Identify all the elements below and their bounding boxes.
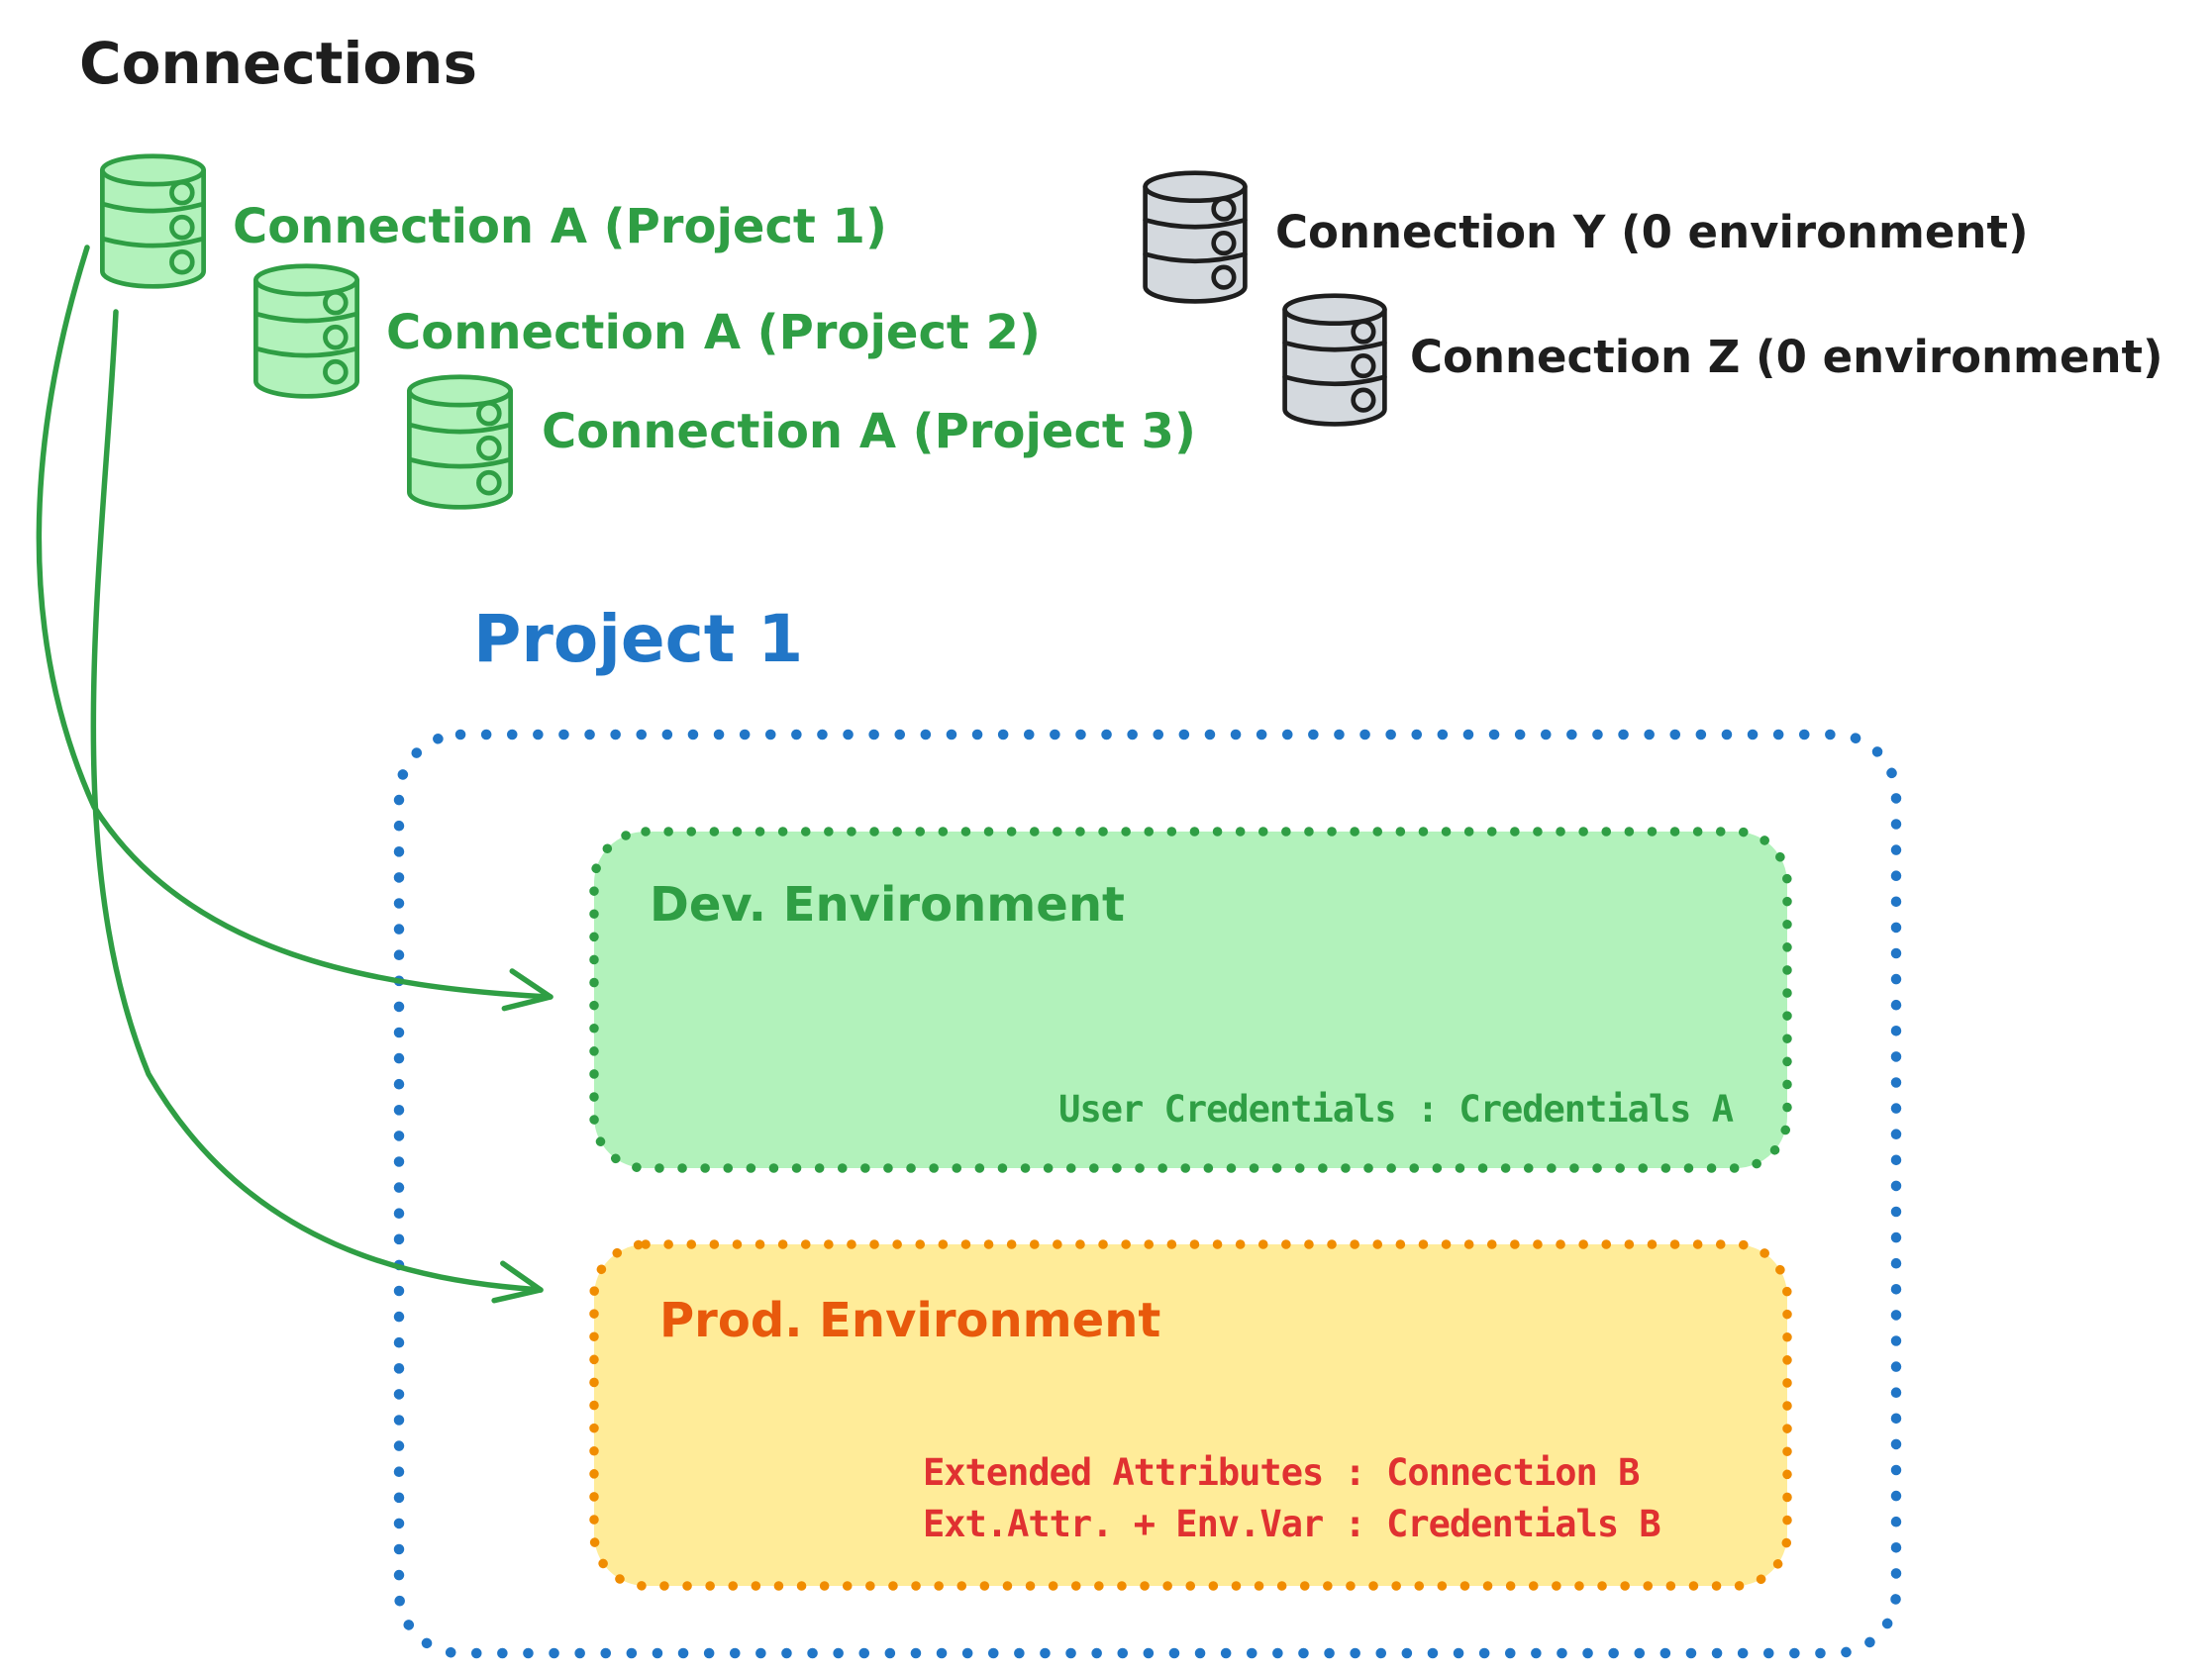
database-icon xyxy=(409,376,511,508)
connection-a-project2-group: Connection A (Project 2) xyxy=(255,265,1041,397)
database-icon xyxy=(1284,295,1385,425)
connection-a-project1-group: Connection A (Project 1) xyxy=(102,155,887,287)
database-icon xyxy=(102,155,204,287)
page-title: Connections xyxy=(79,30,477,97)
prod-attributes-line-1: Extended Attributes : Connection B xyxy=(923,1451,1639,1494)
dev-environment-box: Dev. Environment User Credentials : Cred… xyxy=(589,827,1792,1173)
prod-environment-title: Prod. Environment xyxy=(659,1293,1160,1348)
database-icon xyxy=(1145,172,1246,302)
connection-y-label: Connection Y (0 environment) xyxy=(1275,206,2029,258)
dev-environment-rect xyxy=(589,827,1792,1173)
dev-environment-title: Dev. Environment xyxy=(650,877,1125,933)
prod-environment-box: Prod. Environment Extended Attributes : … xyxy=(589,1239,1792,1591)
connection-z-group: Connection Z (0 environment) xyxy=(1284,295,2163,425)
arrow-connection-a-to-prod xyxy=(90,309,544,1304)
prod-environment-rect xyxy=(589,1239,1792,1591)
project1-box xyxy=(393,729,1902,1659)
connection-y-group: Connection Y (0 environment) xyxy=(1145,172,2029,302)
dev-credentials-line: User Credentials : Credentials A xyxy=(1058,1088,1734,1131)
project1-title: Project 1 xyxy=(473,601,803,677)
connection-a-project3-label: Connection A (Project 3) xyxy=(542,404,1196,459)
database-icon xyxy=(255,265,357,397)
connection-a-project2-label: Connection A (Project 2) xyxy=(386,305,1041,360)
prod-attributes-line-2: Ext.Attr. + Env.Var : Credentials B xyxy=(923,1503,1660,1545)
connection-a-project3-group: Connection A (Project 3) xyxy=(409,376,1196,508)
connection-a-project1-label: Connection A (Project 1) xyxy=(233,199,887,254)
connection-z-label: Connection Z (0 environment) xyxy=(1410,331,2163,383)
